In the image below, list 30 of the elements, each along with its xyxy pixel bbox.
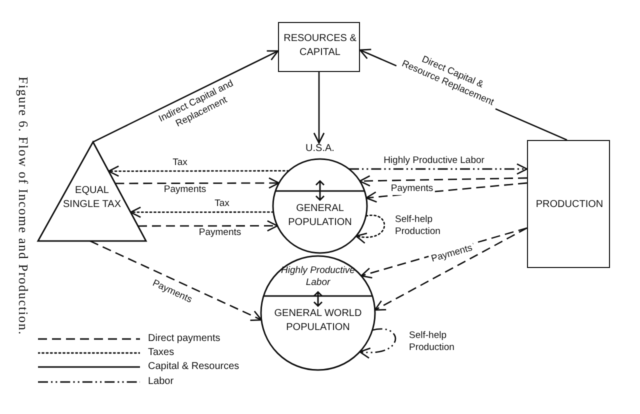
arrow <box>313 72 325 144</box>
edge-label: Payments <box>162 184 208 196</box>
arrow <box>359 175 528 187</box>
arrow <box>130 206 274 218</box>
figure-caption: Figure 6. Flow of Income and Production. <box>15 76 31 338</box>
node-label: GENERAL POPULATION <box>287 202 353 230</box>
node-label: PRODUCTION <box>534 198 604 212</box>
legend-label: Taxes <box>148 347 174 358</box>
region-label: U.S.A. <box>304 142 336 156</box>
resources-box <box>278 22 360 72</box>
arrow <box>138 220 278 232</box>
production-box <box>527 140 610 268</box>
sector-label: Highly Productive Labor <box>280 265 356 290</box>
edge-label: Payments <box>196 227 244 239</box>
edge-label: Payments <box>388 183 436 195</box>
node-label: GENERAL WORLD POPULATION <box>273 307 363 335</box>
arrow <box>92 50 279 143</box>
node-label: RESOURCES & CAPITAL <box>282 32 358 60</box>
arrow <box>374 227 528 311</box>
arrow <box>355 214 385 244</box>
legend-label: Capital & Resources <box>148 361 240 372</box>
legend-label: Direct payments <box>148 333 220 344</box>
legend-label: Labor <box>148 376 174 387</box>
node-label: EQUAL SINGLE TAX <box>62 184 122 212</box>
arrow <box>108 165 290 177</box>
arrow <box>115 177 280 189</box>
edge-label: Highly Productive Labor <box>382 155 486 167</box>
arrow <box>349 163 528 175</box>
arrow <box>90 240 262 321</box>
arrow <box>359 328 396 358</box>
